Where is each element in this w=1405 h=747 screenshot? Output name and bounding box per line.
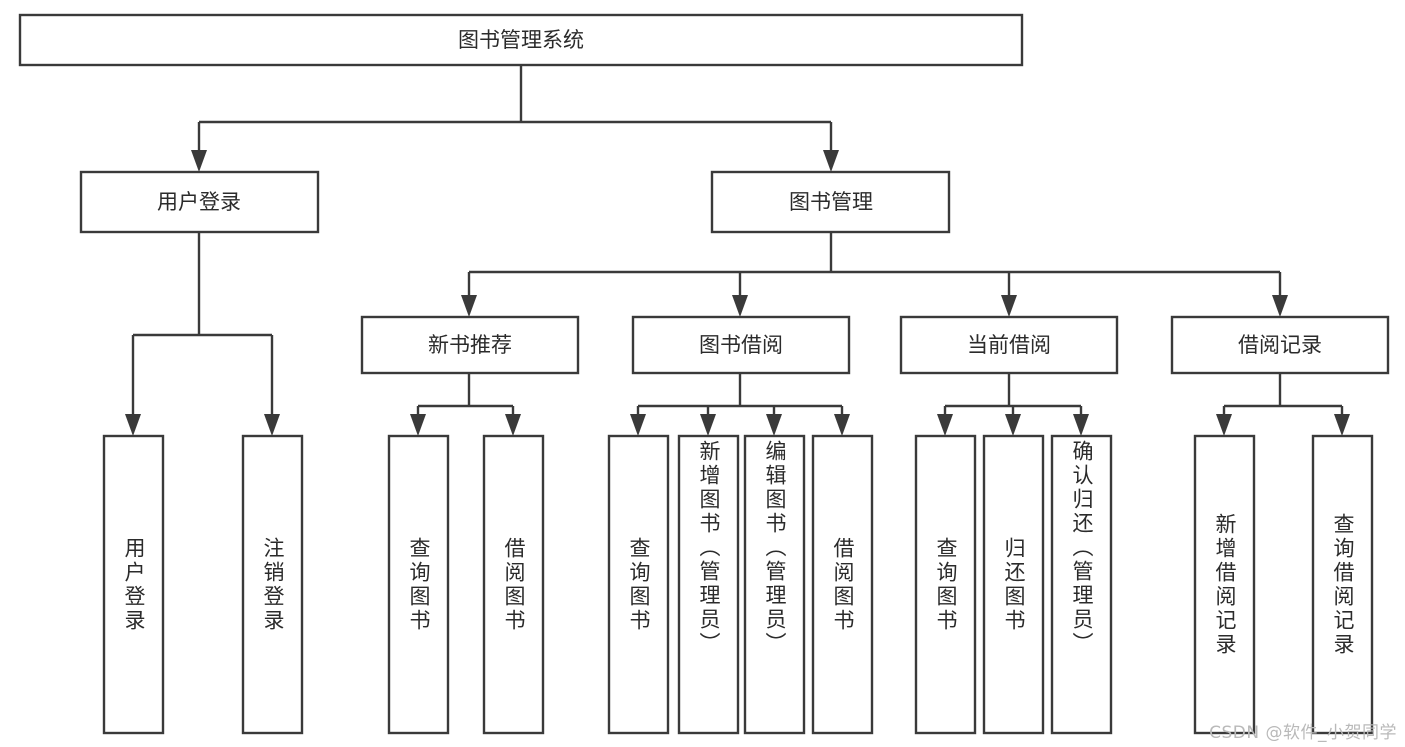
node-root[interactable]: 图书管理系统 (18, 13, 1024, 67)
node-borrow-record-box[interactable] (1170, 315, 1390, 375)
arrow-head-icon (1334, 414, 1350, 436)
arrow-head-icon (700, 414, 716, 436)
node-book-borrow-box[interactable] (631, 315, 851, 375)
node-book-borrow[interactable]: 图书借阅 (631, 315, 851, 375)
arrow-head-icon (191, 150, 207, 172)
node-user-login-label: 用户登录 (157, 190, 241, 214)
connector-currentborrow-to-leaves (937, 373, 1089, 436)
arrow-head-icon (1216, 414, 1232, 436)
node-borrow-record[interactable]: 借阅记录 (1170, 315, 1390, 375)
arrow-head-icon (461, 295, 477, 317)
arrow-head-icon (1005, 414, 1021, 436)
node-user-login[interactable]: 用户登录 (79, 170, 320, 234)
arrow-head-icon (937, 414, 953, 436)
arrow-head-icon (823, 150, 839, 172)
arrow-head-icon (264, 414, 280, 436)
node-new-book-recommend-label: 新书推荐 (428, 333, 512, 357)
node-book-management-label: 图书管理 (789, 190, 873, 214)
connector-newbook-to-leaves (410, 373, 521, 436)
leaf-box-new-book-1[interactable] (482, 434, 545, 735)
leaf-box-user-login-1[interactable] (241, 434, 304, 735)
connector-bookmgmt-to-level3 (461, 232, 1288, 317)
node-user-login-box[interactable] (79, 170, 320, 234)
node-root-box[interactable] (18, 13, 1024, 67)
node-current-borrow-box[interactable] (899, 315, 1119, 375)
leaf-box-borrow-record-1[interactable] (1311, 434, 1374, 735)
arrow-head-icon (630, 414, 646, 436)
node-new-book-recommend[interactable]: 新书推荐 (360, 315, 580, 375)
leaf-box-current-borrow-0[interactable] (914, 434, 977, 735)
connector-bookborrow-to-leaves (630, 373, 850, 436)
connector-borrowrecord-to-leaves (1216, 373, 1350, 436)
node-new-book-recommend-box[interactable] (360, 315, 580, 375)
arrow-head-icon (1073, 414, 1089, 436)
node-root-label: 图书管理系统 (458, 28, 584, 52)
node-borrow-record-label: 借阅记录 (1238, 333, 1322, 357)
leaf-box-user-login-0[interactable] (102, 434, 165, 735)
arrow-head-icon (505, 414, 521, 436)
node-current-borrow[interactable]: 当前借阅 (899, 315, 1119, 375)
leaf-box-book-borrow-1[interactable] (677, 434, 740, 735)
leaf-box-book-borrow-0[interactable] (607, 434, 670, 735)
leaf-box-borrow-record-0[interactable] (1193, 434, 1256, 735)
arrow-head-icon (766, 414, 782, 436)
connector-userlogin-to-leaves (125, 232, 280, 436)
arrow-head-icon (834, 414, 850, 436)
node-book-management[interactable]: 图书管理 (710, 170, 951, 234)
watermark-text: CSDN @软件_小贺同学 (1209, 723, 1397, 743)
leaf-box-new-book-0[interactable] (387, 434, 450, 735)
arrow-head-icon (125, 414, 141, 436)
leaf-box-book-borrow-2[interactable] (743, 434, 806, 735)
leaf-box-current-borrow-2[interactable] (1050, 434, 1113, 735)
leaf-box-book-borrow-3[interactable] (811, 434, 874, 735)
arrow-head-icon (732, 295, 748, 317)
leaf-box-current-borrow-1[interactable] (982, 434, 1045, 735)
connector-root-to-level2 (191, 65, 839, 172)
node-current-borrow-label: 当前借阅 (967, 333, 1051, 357)
node-book-borrow-label: 图书借阅 (699, 333, 783, 357)
node-book-management-box[interactable] (710, 170, 951, 234)
arrow-head-icon (410, 414, 426, 436)
arrow-head-icon (1001, 295, 1017, 317)
arrow-head-icon (1272, 295, 1288, 317)
